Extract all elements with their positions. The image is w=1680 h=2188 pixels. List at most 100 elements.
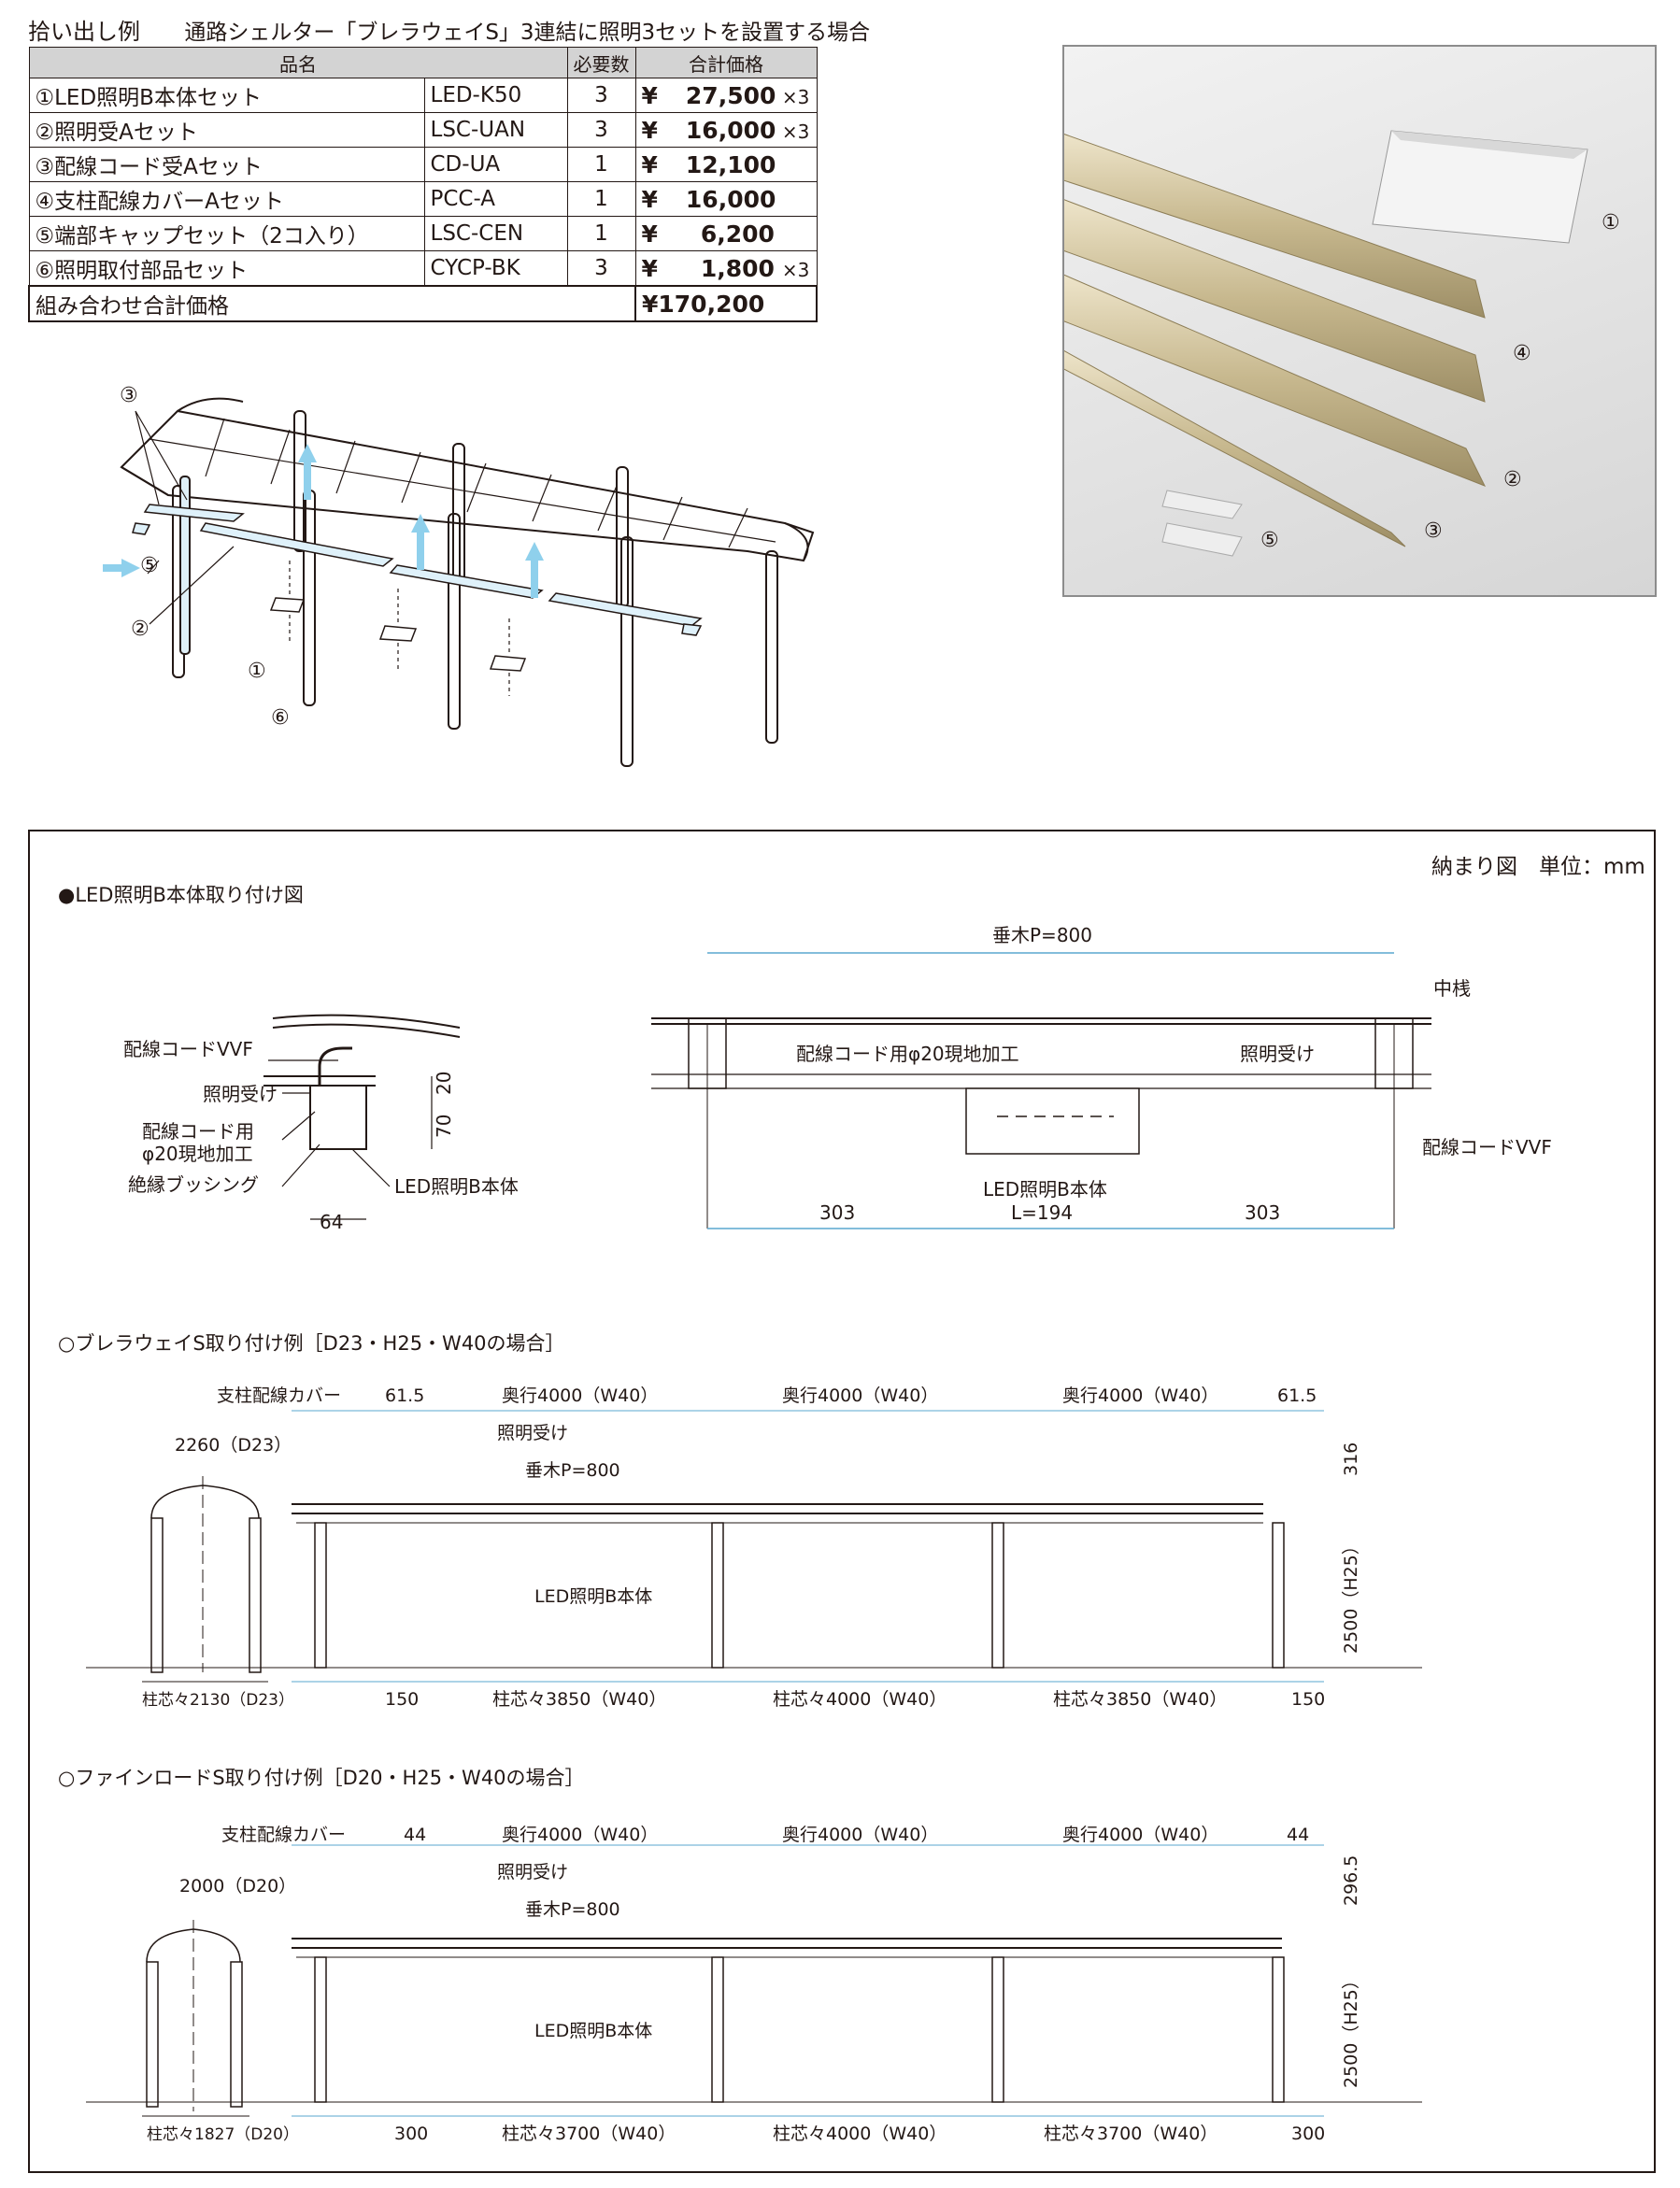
- fine-pitch: 垂木P=800: [525, 1899, 620, 1920]
- fine-top-2: 奥行4000（W40）: [782, 1825, 938, 1845]
- part-code: LED-K50: [423, 78, 568, 113]
- photo-label-3: ③: [1424, 519, 1443, 543]
- yen-sign: ¥: [641, 81, 658, 109]
- fine-h-0: 296.5: [1341, 1855, 1361, 1906]
- part-price: 6,200: [700, 220, 775, 248]
- part-price: 16,000: [685, 185, 776, 213]
- page-header: 拾い出し例 通路シェルター「ブレラウェイS」3連結に照明3セットを設置する場合: [28, 13, 870, 46]
- fine-h-1: 2500（H25）: [1341, 1971, 1361, 2088]
- rafter-length: L=194: [1011, 1201, 1073, 1224]
- part-name: ④支柱配線カバーAセット: [28, 181, 425, 217]
- part-qty: 1: [566, 147, 636, 182]
- part-qty: 3: [566, 78, 636, 113]
- part-price-cell: ¥6,200: [634, 216, 818, 251]
- roof-outline: [120, 409, 815, 562]
- part-code: CYCP-BK: [423, 250, 568, 287]
- rafter-body: LED照明B本体: [983, 1178, 1107, 1201]
- yen-sign: ¥: [641, 185, 658, 213]
- part-name: ⑥照明取付部品セット: [28, 250, 425, 287]
- fine-bot-1: 柱芯々3700（W40）: [502, 2124, 676, 2144]
- part-price-cell: ¥27,500×3: [634, 78, 818, 113]
- part-name: ⑤端部キャップセット（2コ入り）: [28, 216, 425, 251]
- brera-bot-4: 150: [1291, 1689, 1325, 1710]
- part-multiplier: ×3: [781, 85, 810, 108]
- part-price: 27,500: [685, 81, 776, 109]
- part-qty: 3: [566, 250, 636, 287]
- led-label-vvf: 配線コードVVF: [123, 1038, 253, 1060]
- led-dim-20: 20: [433, 1072, 455, 1095]
- photo-label-4: ④: [1513, 342, 1531, 365]
- rafter-hole: 配線コード用φ20現地加工: [796, 1043, 1019, 1065]
- rafter-left: 303: [819, 1201, 855, 1224]
- led-label-receiver: 照明受け: [203, 1083, 278, 1105]
- fine-bot-4: 300: [1291, 2124, 1325, 2144]
- total-value: ¥170,200: [634, 285, 818, 322]
- rafter-pitch: 垂木P=800: [992, 924, 1092, 946]
- brera-width: 2260（D23）: [175, 1435, 292, 1456]
- photo-illustration: ① ④ ② ③ ⑤: [1064, 130, 1620, 557]
- led-label-bushing: 絶縁ブッシング: [128, 1173, 259, 1196]
- table-total-row: 組み合わせ合計価格 ¥170,200: [28, 285, 818, 322]
- brera-h-1: 2500（H25）: [1341, 1537, 1361, 1654]
- iso-label-1: ①: [248, 660, 266, 683]
- fine-width: 2000（D20）: [179, 1876, 296, 1897]
- iso-label-2: ②: [131, 618, 149, 641]
- fine-body: LED照明B本体: [534, 2021, 652, 2041]
- brera-body: LED照明B本体: [534, 1586, 652, 1607]
- fine-bot-2: 柱芯々4000（W40）: [773, 2124, 947, 2144]
- iso-label-6: ⑥: [271, 706, 290, 730]
- yen-sign: ¥: [641, 116, 658, 144]
- yen-sign: ¥: [641, 150, 658, 178]
- page-subtitle: 通路シェルター「ブレラウェイS」3連結に照明3セットを設置する場合: [184, 21, 871, 45]
- photo-label-5: ⑤: [1260, 529, 1279, 552]
- brera-top-2: 奥行4000（W40）: [782, 1385, 938, 1406]
- brera-h-0: 316: [1341, 1442, 1361, 1476]
- brera-bot-0: 150: [385, 1689, 419, 1710]
- part-name: ②照明受Aセット: [28, 112, 425, 148]
- installation-drawings: 納まり図 単位：mm ●LED照明B本体取り付け図 配線コードVVF 照明受け …: [58, 855, 1645, 2144]
- brera-top-1: 奥行4000（W40）: [502, 1385, 658, 1406]
- brera-top-3: 奥行4000（W40）: [1062, 1385, 1218, 1406]
- part-name: ①LED照明B本体セット: [28, 78, 425, 113]
- led-section-heading: ●LED照明B本体取り付け図: [58, 884, 304, 906]
- part-price-cell: ¥16,000×3: [634, 112, 818, 148]
- col-header-name: 品名: [28, 47, 568, 78]
- fine-top-0: 44: [404, 1825, 426, 1845]
- part-code: LSC-UAN: [423, 112, 568, 148]
- rafter-cord: 配線コードVVF: [1422, 1136, 1552, 1158]
- product-photo: ① ④ ② ③ ⑤: [1062, 45, 1657, 597]
- part-code: CD-UA: [423, 147, 568, 182]
- yen-sign: ¥: [641, 254, 658, 282]
- brera-top-4: 61.5: [1277, 1385, 1317, 1406]
- fine-receiver: 照明受け: [497, 1862, 568, 1883]
- isometric-diagram: ③ ④ ⑤ ② ① ⑥: [103, 384, 815, 767]
- part-qty: 1: [566, 181, 636, 217]
- part-code: PCC-A: [423, 181, 568, 217]
- brera-receiver: 照明受け: [497, 1423, 568, 1443]
- part-multiplier: ×3: [781, 120, 810, 143]
- iso-label-5: ⑤: [140, 554, 159, 577]
- brera-bot-2: 柱芯々4000（W40）: [773, 1689, 947, 1710]
- photo-label-1: ①: [1602, 211, 1620, 234]
- fine-top-4: 44: [1287, 1825, 1309, 1845]
- page-title: 拾い出し例: [28, 19, 140, 45]
- col-header-qty: 必要数: [566, 47, 636, 78]
- brera-span: 柱芯々2130（D23）: [142, 1691, 294, 1710]
- fine-bot-3: 柱芯々3700（W40）: [1044, 2124, 1217, 2144]
- led-label-hole: φ20現地加工: [142, 1143, 253, 1165]
- yen-sign: ¥: [641, 220, 658, 248]
- part-code: LSC-CEN: [423, 216, 568, 251]
- part-price-cell: ¥16,000: [634, 181, 818, 217]
- part-qty: 1: [566, 216, 636, 251]
- led-dim-64: 64: [320, 1211, 343, 1233]
- rafter-receiver: 照明受け: [1240, 1043, 1315, 1065]
- part-qty: 3: [566, 112, 636, 148]
- part-price-cell: ¥1,800×3: [634, 250, 818, 287]
- photo-label-2: ②: [1503, 468, 1522, 491]
- total-label: 組み合わせ合計価格: [28, 285, 636, 322]
